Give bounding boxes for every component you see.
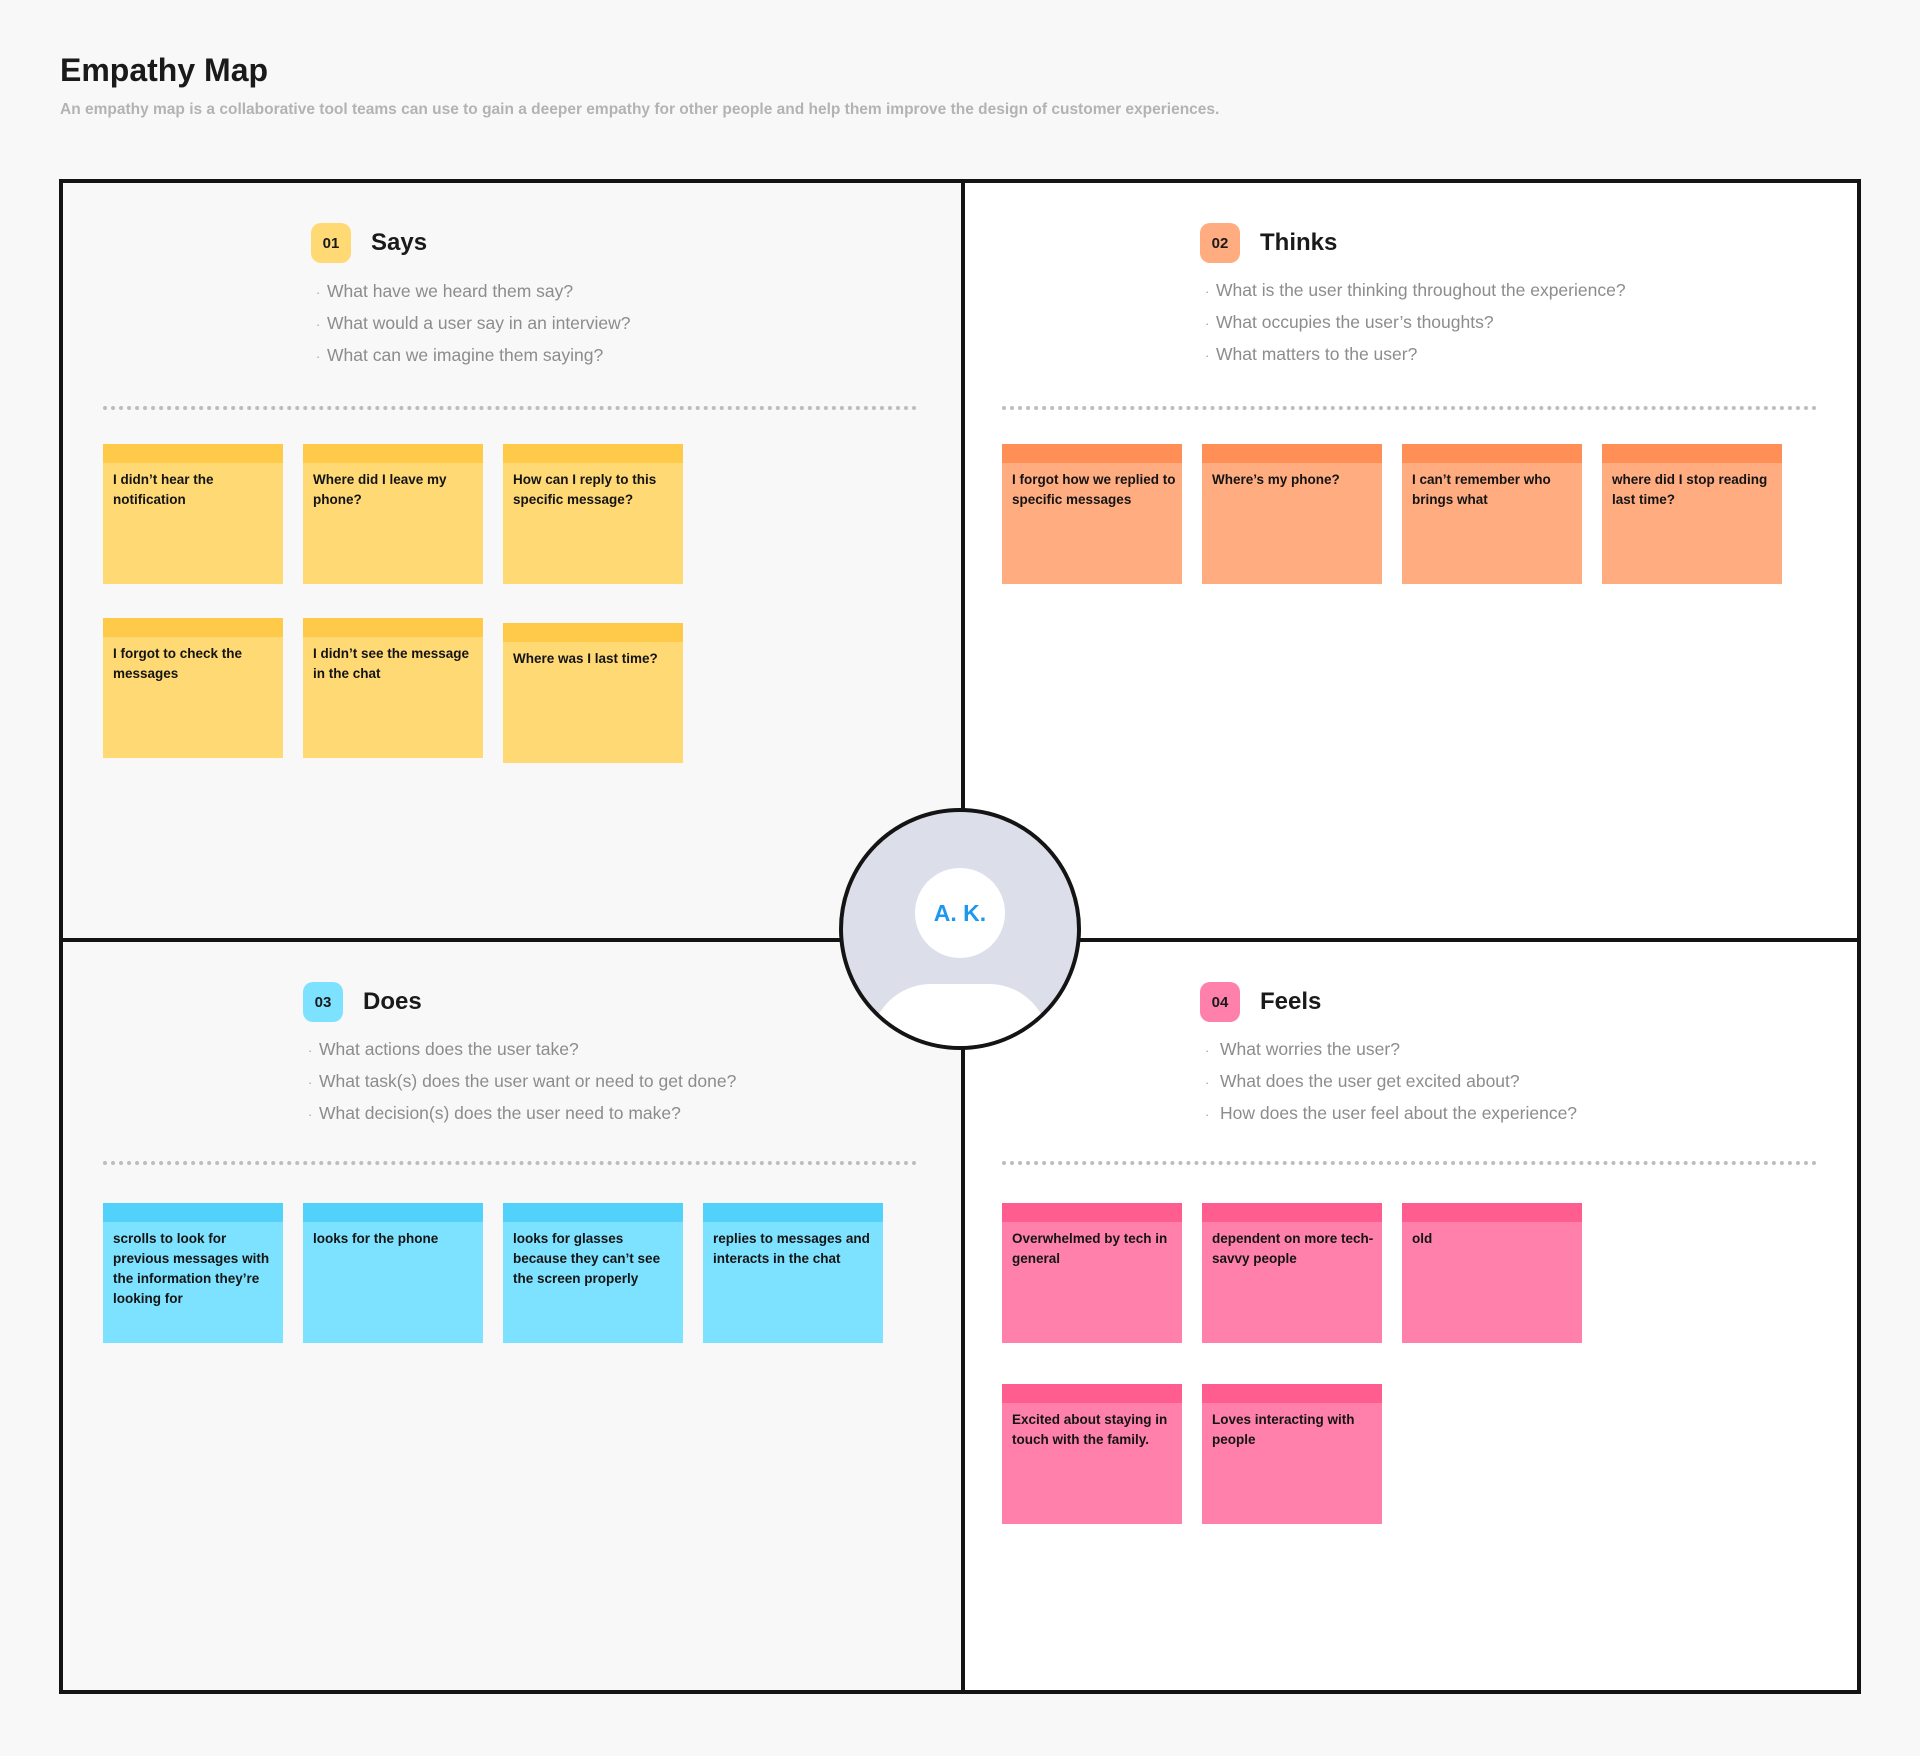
- sticky-note[interactable]: I forgot how we replied to specific mess…: [1002, 444, 1182, 584]
- note-strip: [303, 444, 483, 463]
- quadrant-header: 01 Says: [311, 223, 427, 263]
- note-strip: [103, 1203, 283, 1222]
- sticky-note[interactable]: Where’s my phone?: [1202, 444, 1382, 584]
- note-strip: [1202, 444, 1382, 463]
- prompt-item: ·What occupies the user’s thoughts?: [1205, 306, 1626, 338]
- prompt-item: ·What worries the user?: [1205, 1033, 1577, 1065]
- note-strip: [303, 618, 483, 637]
- note-strip: [503, 444, 683, 463]
- bullet-icon: ·: [1205, 284, 1210, 299]
- bullet-icon: ·: [316, 349, 321, 364]
- note-strip: [503, 623, 683, 642]
- prompt-item: ·What is the user thinking throughout th…: [1205, 274, 1626, 306]
- prompt-item: ·What decision(s) does the user need to …: [308, 1097, 736, 1129]
- sticky-note[interactable]: I can’t remember who brings what: [1402, 444, 1582, 584]
- prompt-item: ·What task(s) does the user want or need…: [308, 1065, 736, 1097]
- sticky-note[interactable]: Where was I last time?: [503, 623, 683, 763]
- quadrant-thinks: 02 Thinks ·What is the user thinking thr…: [965, 183, 1857, 938]
- sticky-note[interactable]: scrolls to look for previous messages wi…: [103, 1203, 283, 1343]
- quadrant-title: Does: [363, 988, 422, 1015]
- dotted-divider: [103, 406, 917, 410]
- note-strip: [503, 1203, 683, 1222]
- quadrant-number-badge: 04: [1200, 982, 1240, 1022]
- bullet-icon: ·: [308, 1075, 313, 1090]
- note-strip: [103, 444, 283, 463]
- prompt-item: ·What does the user get excited about?: [1205, 1065, 1577, 1097]
- bullet-icon: ·: [1205, 348, 1210, 363]
- bullet-icon: ·: [308, 1043, 313, 1058]
- note-strip: [1402, 1203, 1582, 1222]
- dotted-divider: [1002, 406, 1817, 410]
- prompt-list: ·What is the user thinking throughout th…: [1205, 274, 1626, 370]
- quadrant-header: 03 Does: [303, 982, 422, 1022]
- note-strip: [303, 1203, 483, 1222]
- note-strip: [703, 1203, 883, 1222]
- quadrant-header: 04 Feels: [1200, 982, 1321, 1022]
- user-silhouette-icon: [871, 984, 1049, 1046]
- quadrant-says: 01 Says ·What have we heard them say? ·W…: [63, 183, 961, 938]
- prompt-list: ·What worries the user? ·What does the u…: [1205, 1033, 1577, 1129]
- bullet-icon: ·: [316, 285, 321, 300]
- dotted-divider: [1002, 1161, 1817, 1165]
- prompt-item: ·What can we imagine them saying?: [316, 339, 630, 371]
- note-strip: [1002, 1384, 1182, 1403]
- sticky-note[interactable]: Excited about staying in touch with the …: [1002, 1384, 1182, 1524]
- sticky-note[interactable]: dependent on more tech-savvy people: [1202, 1203, 1382, 1343]
- sticky-note[interactable]: replies to messages and interacts in the…: [703, 1203, 883, 1343]
- quadrant-header: 02 Thinks: [1200, 223, 1337, 263]
- sticky-note[interactable]: I forgot to check the messages: [103, 618, 283, 758]
- quadrant-number-badge: 01: [311, 223, 351, 263]
- quadrant-title: Thinks: [1260, 229, 1338, 256]
- sticky-note[interactable]: Loves interacting with people: [1202, 1384, 1382, 1524]
- sticky-note[interactable]: looks for glasses because they can’t see…: [503, 1203, 683, 1343]
- note-strip: [1202, 1203, 1382, 1222]
- quadrant-title: Feels: [1260, 988, 1322, 1015]
- page-subtitle: An empathy map is a collaborative tool t…: [60, 101, 1220, 118]
- page-title: Empathy Map: [60, 52, 269, 88]
- prompt-item: ·What would a user say in an interview?: [316, 307, 630, 339]
- sticky-note[interactable]: I didn’t hear the notification: [103, 444, 283, 584]
- quadrant-feels: 04 Feels ·What worries the user? ·What d…: [965, 942, 1857, 1690]
- sticky-note[interactable]: How can I reply to this specific message…: [503, 444, 683, 584]
- bullet-icon: ·: [308, 1107, 313, 1122]
- prompt-item: ·What actions does the user take?: [308, 1033, 736, 1065]
- bullet-icon: ·: [1205, 316, 1210, 331]
- note-strip: [1402, 444, 1582, 463]
- dotted-divider: [103, 1161, 917, 1165]
- prompt-item: ·How does the user feel about the experi…: [1205, 1097, 1577, 1129]
- note-strip: [1002, 444, 1182, 463]
- prompt-list: ·What actions does the user take? ·What …: [308, 1033, 736, 1129]
- prompt-list: ·What have we heard them say? ·What woul…: [316, 275, 630, 371]
- persona-initials: A. K.: [915, 868, 1005, 958]
- sticky-note[interactable]: Where did I leave my phone?: [303, 444, 483, 584]
- prompt-item: ·What matters to the user?: [1205, 338, 1626, 370]
- sticky-note[interactable]: where did I stop reading last time?: [1602, 444, 1782, 584]
- prompt-item: ·What have we heard them say?: [316, 275, 630, 307]
- note-strip: [1002, 1203, 1182, 1222]
- quadrant-number-badge: 03: [303, 982, 343, 1022]
- bullet-icon: ·: [1205, 1043, 1210, 1058]
- empathy-map-board: 01 Says ·What have we heard them say? ·W…: [59, 179, 1861, 1694]
- bullet-icon: ·: [1205, 1075, 1210, 1090]
- sticky-note[interactable]: Overwhelmed by tech in general: [1002, 1203, 1182, 1343]
- note-strip: [1202, 1384, 1382, 1403]
- sticky-note[interactable]: old: [1402, 1203, 1582, 1343]
- quadrant-number-badge: 02: [1200, 223, 1240, 263]
- bullet-icon: ·: [1205, 1107, 1210, 1122]
- persona-avatar: A. K.: [839, 808, 1081, 1050]
- note-strip: [1602, 444, 1782, 463]
- quadrant-does: 03 Does ·What actions does the user take…: [63, 942, 961, 1690]
- note-strip: [103, 618, 283, 637]
- quadrant-title: Says: [371, 229, 428, 256]
- bullet-icon: ·: [316, 317, 321, 332]
- sticky-note[interactable]: I didn’t see the message in the chat: [303, 618, 483, 758]
- sticky-note[interactable]: looks for the phone: [303, 1203, 483, 1343]
